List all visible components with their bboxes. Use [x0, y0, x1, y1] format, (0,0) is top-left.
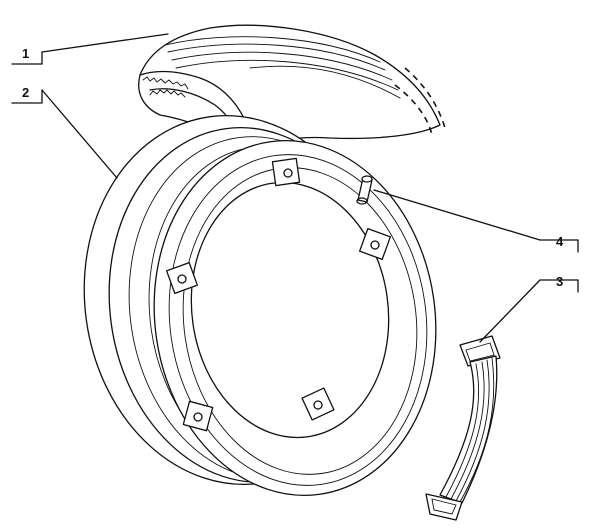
callout-label-2: 2 — [22, 85, 29, 100]
callout-label-3: 3 — [556, 274, 563, 289]
callout-label-1: 1 — [22, 46, 29, 61]
mounting-lug — [165, 261, 199, 295]
callout-label-4: 4 — [556, 234, 564, 249]
wheel-rim-drawing — [83, 114, 437, 496]
valve-drawing — [356, 175, 373, 205]
strap-drawing — [425, 335, 501, 521]
mounting-lug — [301, 387, 335, 421]
mounting-lug — [182, 400, 214, 432]
mounting-lug — [271, 157, 301, 187]
callout-leaders — [11, 33, 579, 343]
mounting-lug — [358, 227, 392, 261]
